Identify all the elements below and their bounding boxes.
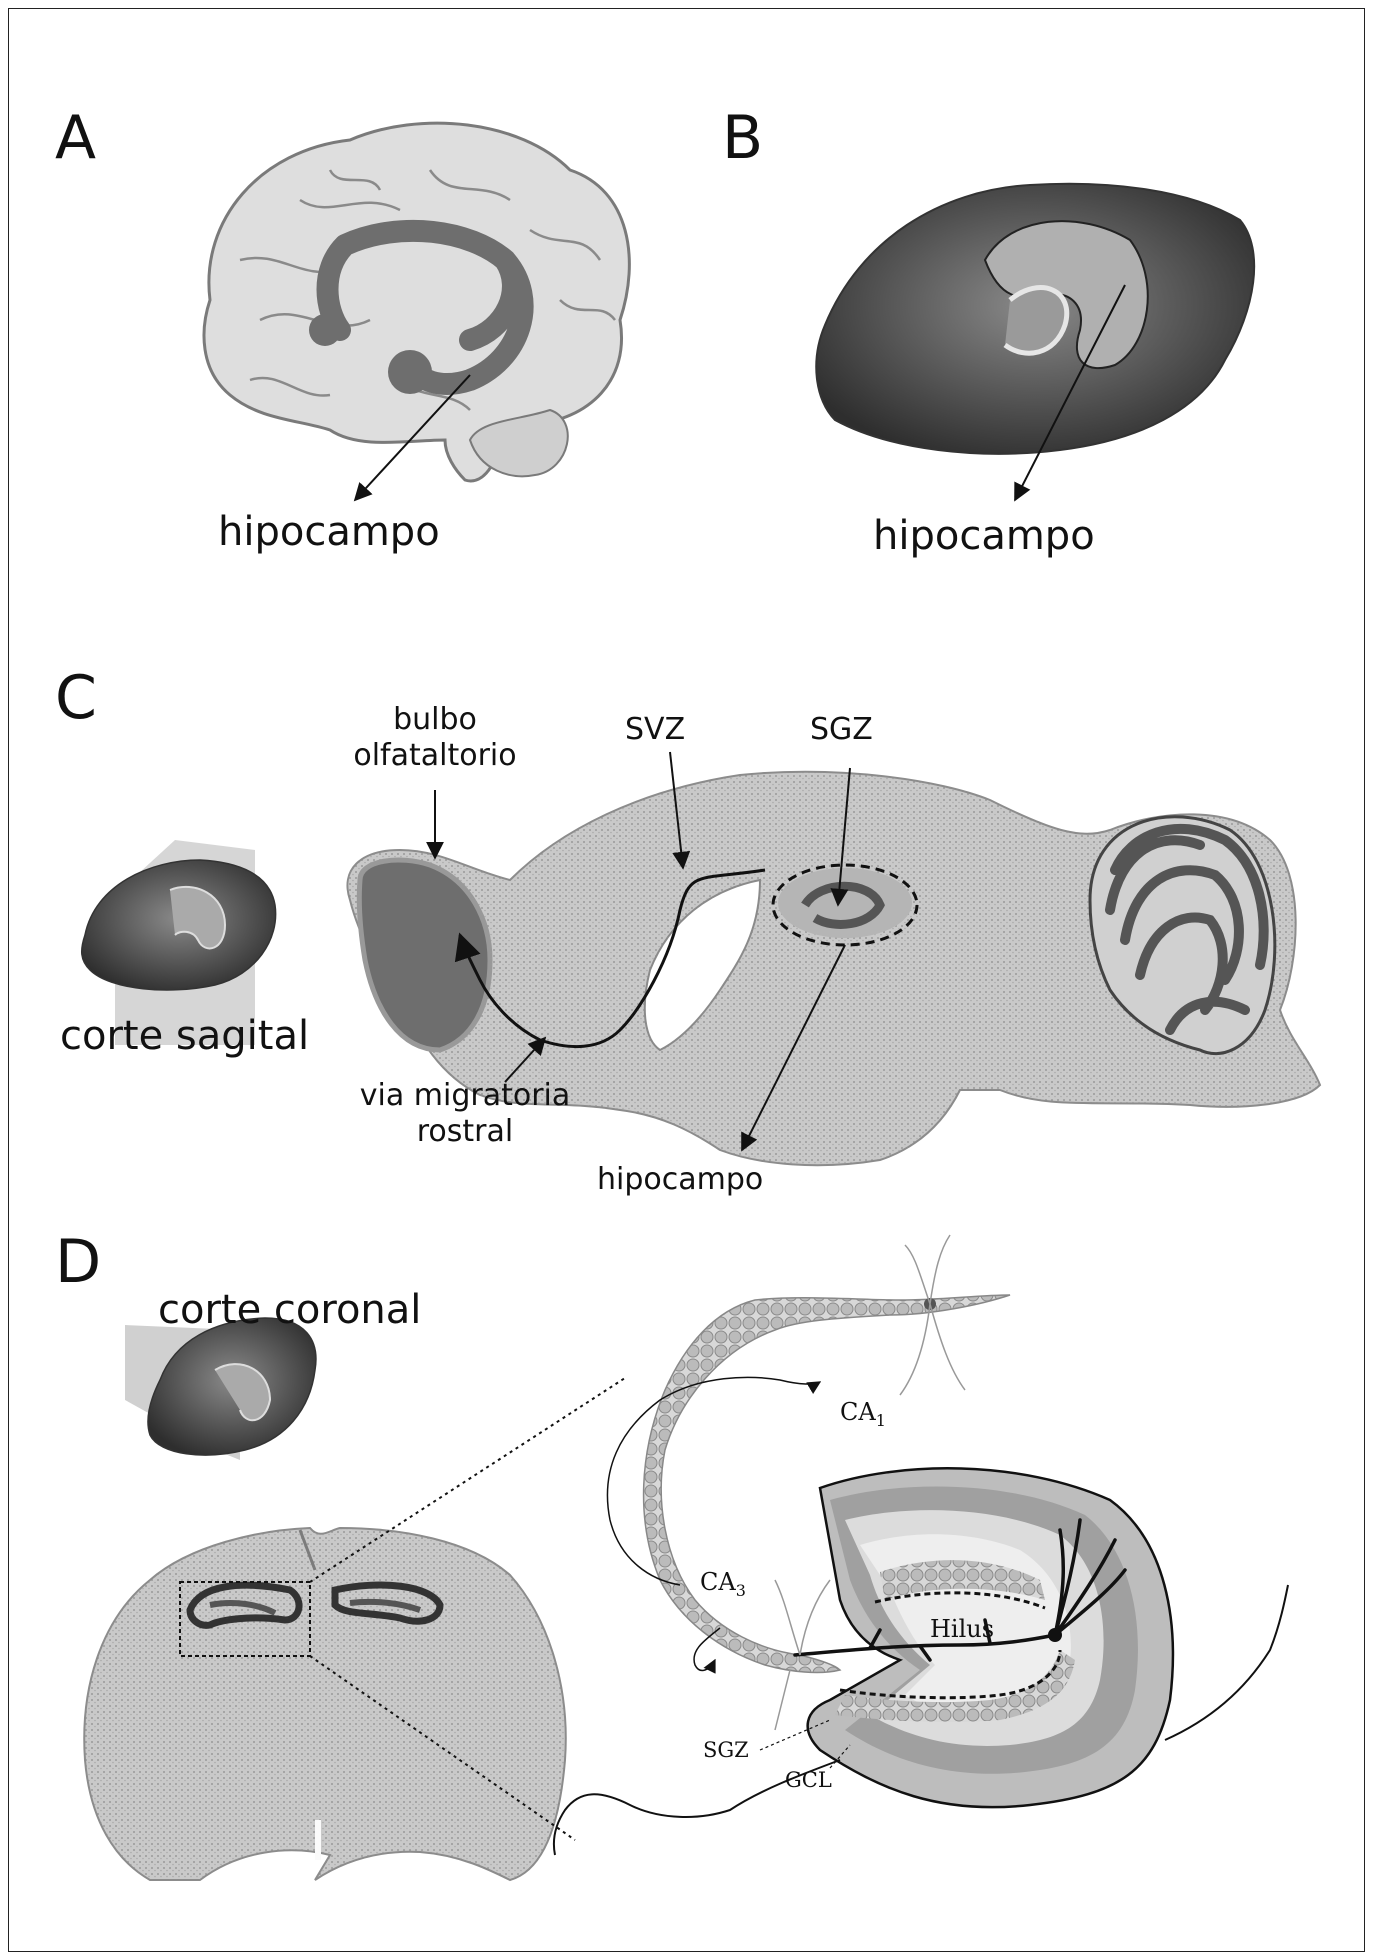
label-ca1: CA1 [840, 1398, 886, 1430]
panel-letter-d: D [55, 1232, 101, 1292]
label-svz: SVZ [625, 712, 685, 748]
label-bulbo: bulbo olfataltorio [325, 702, 545, 774]
label-ca3-text: CA [700, 1568, 736, 1596]
label-corte-sagital: corte sagital [60, 1012, 309, 1060]
mouse-brain-b [816, 184, 1254, 454]
label-ca1-text: CA [840, 1398, 876, 1426]
label-hipocampo-a: hipocampo [218, 508, 440, 556]
label-gcl: GCL [785, 1768, 832, 1793]
label-ca3: CA3 [700, 1568, 746, 1600]
label-ca1-sub: 1 [876, 1411, 886, 1430]
panel-letter-a: A [55, 108, 96, 168]
human-brain [204, 123, 629, 481]
coronal-inset [125, 1318, 316, 1460]
label-via-line2: rostral [330, 1114, 600, 1150]
label-corte-coronal: corte coronal [158, 1286, 421, 1334]
hippocampus-schematic [554, 1235, 1288, 1855]
label-bulbo-line2: olfataltorio [325, 738, 545, 774]
panel-letter-c: C [55, 668, 97, 728]
label-hipocampo-c: hipocampo [597, 1162, 763, 1198]
label-via-line1: via migratoria [330, 1078, 600, 1114]
panel-letter-b: B [722, 108, 763, 168]
label-hilus: Hilus [930, 1615, 994, 1644]
coronal-section [84, 1528, 566, 1880]
label-via-migratoria: via migratoria rostral [330, 1078, 600, 1150]
label-hipocampo-b: hipocampo [873, 512, 1095, 560]
label-ca3-sub: 3 [736, 1581, 746, 1600]
label-sgz-d: SGZ [703, 1738, 749, 1763]
label-bulbo-line1: bulbo [325, 702, 545, 738]
label-sgz-c: SGZ [810, 712, 873, 748]
